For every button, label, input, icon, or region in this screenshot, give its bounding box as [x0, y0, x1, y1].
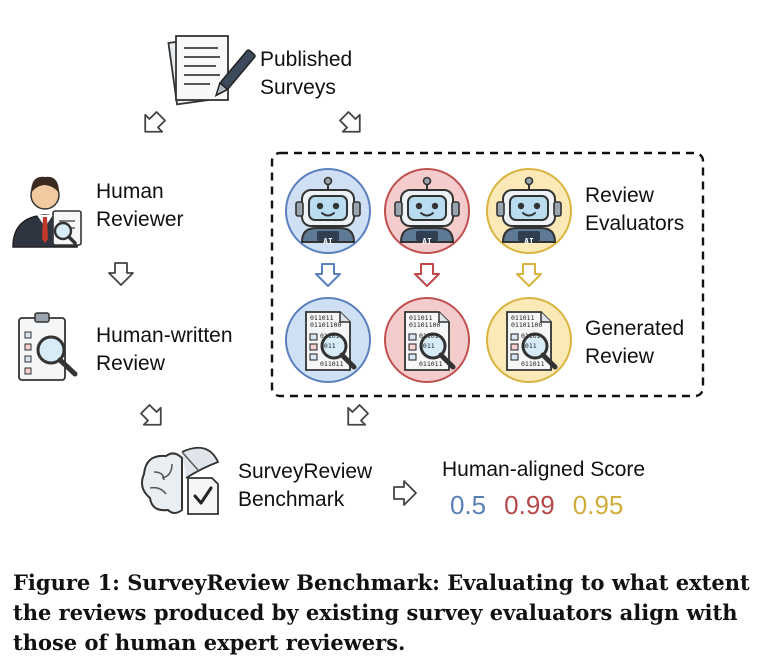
human-written-review-label: Human-written Review: [96, 322, 233, 378]
human-written-review-line-2: Review: [96, 352, 165, 375]
arrow-evaluator-red: [414, 263, 440, 287]
evaluator-robot-yellow: AI: [486, 168, 572, 254]
benchmark-line-2: Benchmark: [238, 488, 345, 511]
score-blue: 0.5: [450, 490, 487, 520]
review-evaluators-line-2: Evaluators: [585, 212, 685, 235]
robot-badge-text: AI: [524, 237, 534, 246]
robot-badge-text: AI: [422, 237, 432, 246]
code-line: 011011: [320, 360, 344, 368]
arrow-reviewer-to-review: [108, 262, 134, 286]
score-title: Human-aligned Score: [442, 458, 646, 481]
human-written-review-icon: [18, 312, 78, 381]
code-line: 011011: [310, 314, 334, 322]
arrow-benchmark-to-score: [393, 480, 417, 506]
code-line: 01101100: [511, 321, 542, 329]
code-line: 011011: [521, 360, 545, 368]
score-red: 0.99: [504, 490, 555, 520]
generated-review-label: Generated Review: [585, 315, 684, 371]
human-reviewer-icon: [12, 176, 82, 248]
published-surveys-label: Published Surveys: [260, 46, 352, 102]
arrow-to-evaluators: [334, 106, 370, 142]
human-reviewer-line-1: Human: [96, 180, 164, 203]
evaluators-group: AI01101101101100011011011011011AI0110110…: [285, 168, 572, 383]
code-line: 01101: [521, 332, 541, 340]
benchmark-label: SurveyReview Benchmark: [238, 458, 372, 514]
generated-review-line-2: Review: [585, 345, 654, 368]
evaluator-robot-red: AI: [384, 168, 470, 254]
review-evaluators-line-1: Review: [585, 184, 654, 207]
scores-row: 0.5 0.99 0.95: [450, 490, 623, 521]
published-surveys-icon: [167, 35, 256, 106]
generated-review-line-1: Generated: [585, 317, 685, 340]
code-line: 1011: [320, 342, 336, 350]
arrow-to-human-reviewer: [135, 106, 171, 142]
human-written-review-line-1: Human-written: [96, 324, 233, 347]
code-line: 01101100: [409, 321, 440, 329]
benchmark-line-1: SurveyReview: [238, 460, 373, 483]
arrow-generated-to-benchmark: [338, 399, 374, 435]
code-line: 011011: [511, 314, 535, 322]
arrow-review-to-benchmark: [135, 399, 171, 435]
arrow-evaluator-blue: [315, 263, 341, 287]
code-line: 01101: [419, 332, 439, 340]
published-surveys-line-1: Published: [260, 48, 353, 71]
diagram-canvas: AI01101101101100011011011011011AI0110110…: [12, 35, 705, 515]
robot-badge-text: AI: [323, 237, 333, 246]
code-line: 1011: [419, 342, 435, 350]
code-line: 011011: [419, 360, 443, 368]
human-reviewer-label: Human Reviewer: [96, 178, 184, 234]
published-surveys-line-2: Surveys: [260, 76, 336, 99]
figure-caption: Figure 1: SurveyReview Benchmark: Evalua…: [13, 570, 750, 655]
arrow-evaluator-yellow: [516, 263, 542, 287]
code-line: 01101: [320, 332, 340, 340]
human-reviewer-line-2: Reviewer: [96, 208, 184, 231]
review-evaluators-label: Review Evaluators: [585, 182, 684, 238]
score-yellow: 0.95: [572, 490, 624, 520]
code-line: 1011: [521, 342, 537, 350]
benchmark-icon: [141, 446, 220, 515]
evaluator-robot-blue: AI: [285, 168, 371, 254]
evaluators-dashed-box: [270, 151, 705, 398]
code-line: 011011: [409, 314, 433, 322]
code-line: 01101100: [310, 321, 341, 329]
